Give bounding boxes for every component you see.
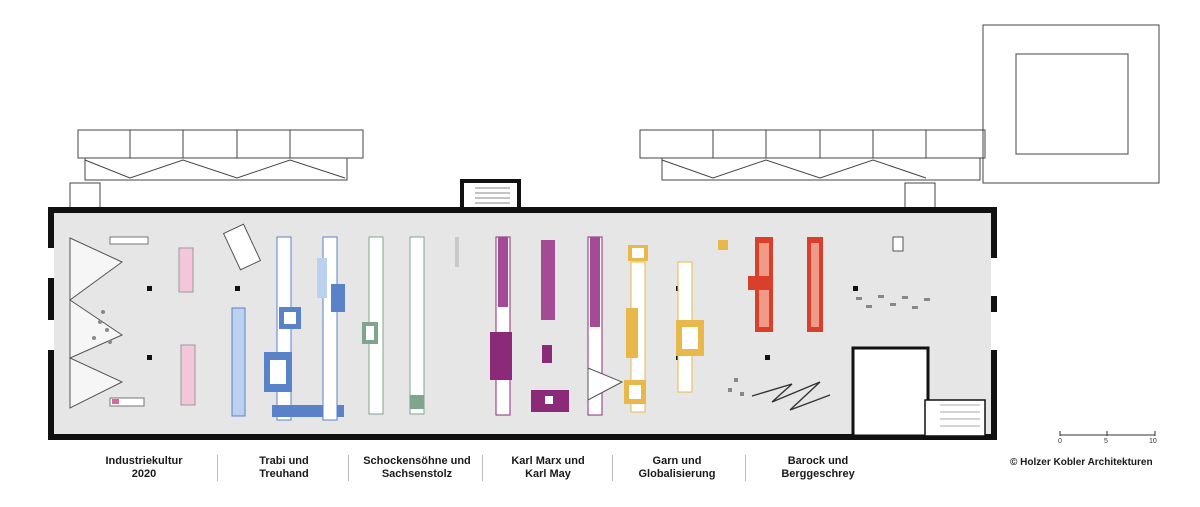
zone-trabi [222, 223, 345, 421]
window-openings [48, 248, 997, 350]
zone-divider [612, 455, 613, 481]
zone-divider [348, 455, 349, 481]
credit-text: © Holzer Kobler Architekturen [1010, 457, 1153, 468]
zone-divider [217, 455, 218, 481]
zone-divider [482, 455, 483, 481]
zone-label-schocken: Schockensöhne und Sachsenstolz [363, 455, 471, 480]
zone-labels: Industriekultur 2020 Trabi und Treuhand … [0, 455, 1200, 495]
zone-divider [745, 455, 746, 481]
scale-bar: 0 5 10 [1055, 430, 1165, 450]
scale-bar-line [1059, 431, 1156, 436]
scale-tick: 0 [1058, 438, 1062, 445]
zone-label-trabi: Trabi und Treuhand [259, 455, 309, 480]
zone-industriekultur [68, 236, 196, 409]
zone-barock [728, 236, 986, 438]
zone-karl [490, 236, 624, 416]
hall-floor [50, 210, 994, 437]
zone-schocken [362, 236, 459, 415]
floor-plan [48, 24, 1160, 440]
upper-right-annex [639, 24, 1160, 212]
zone-label-industriekultur: Industriekultur 2020 [105, 455, 183, 480]
scale-tick: 10 [1149, 438, 1157, 445]
scale-tick: 5 [1104, 438, 1108, 445]
upper-left-annex [69, 129, 364, 212]
zone-label-garn: Garn und Globalisierung [638, 455, 716, 480]
zone-garn [624, 240, 728, 413]
zone-label-barock: Barock und Berggeschrey [781, 455, 855, 480]
zone-label-karl: Karl Marx und Karl May [511, 455, 585, 480]
